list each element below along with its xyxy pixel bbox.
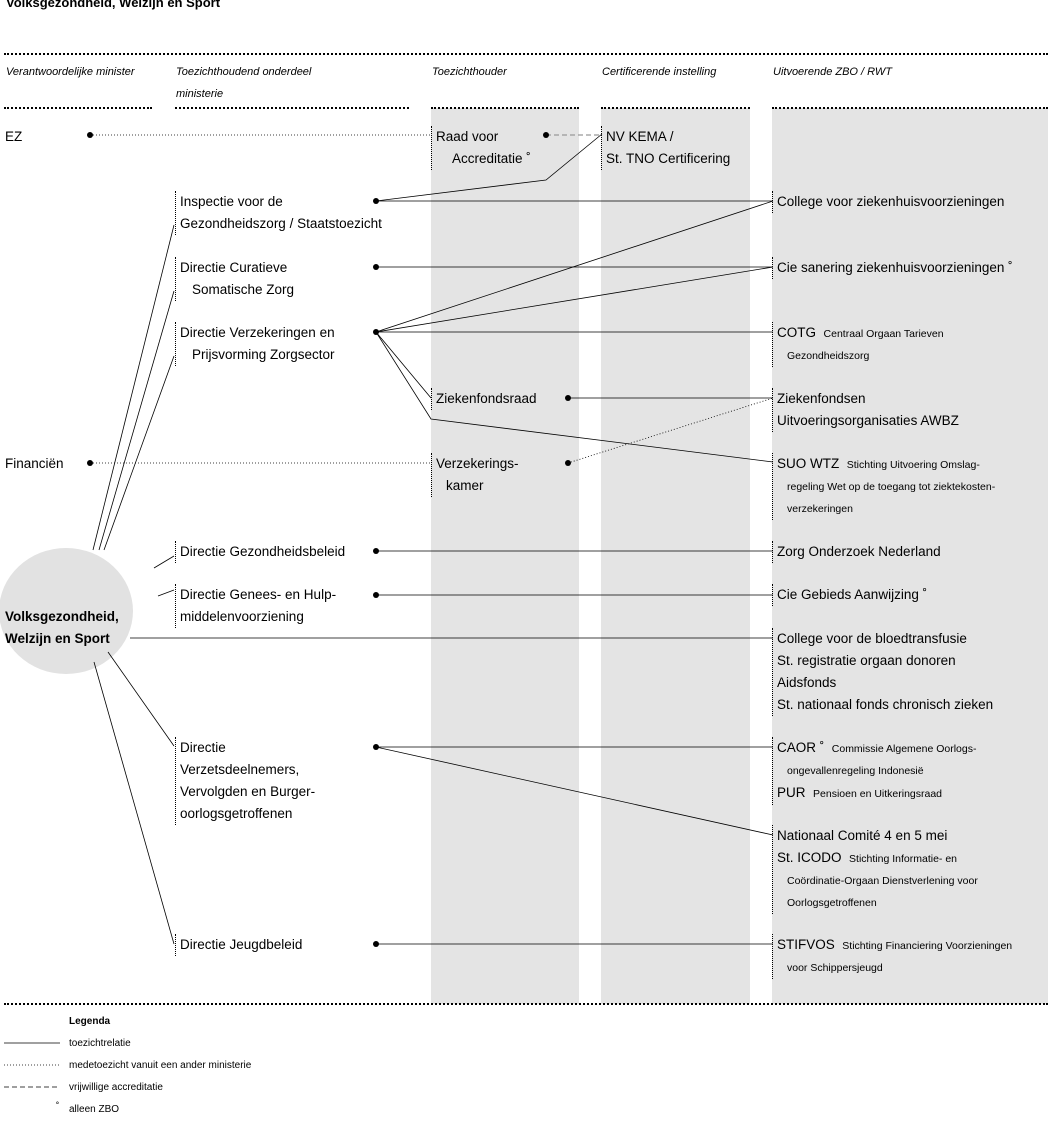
supervisor-column-band <box>431 108 579 1004</box>
header-rule-5 <box>772 107 1048 109</box>
dot-dvv <box>373 744 379 750</box>
zbo-ziekenfondsen: Ziekenfondsen Uitvoeringsorganisaties AW… <box>772 388 959 432</box>
zbo-cie-gebieds-aanwijzing: Cie Gebieds Aanwijzing ˚ <box>772 584 927 606</box>
line-dvpz-csz <box>375 266 774 333</box>
dot-vk <box>565 460 571 466</box>
zbo-zorg-onderzoek: Zorg Onderzoek Nederland <box>772 541 941 563</box>
header-supervisor: Toezichthouder <box>432 66 507 78</box>
dot-ez <box>87 132 93 138</box>
dept-verzekeringen: Directie Verzekeringen en Prijsvorming Z… <box>175 322 335 366</box>
zbo-snf: St. nationaal fonds chronisch zieken <box>777 697 994 712</box>
zbo-column-band <box>772 108 1048 1004</box>
line-dvv-nc <box>375 746 774 836</box>
legend-dotted: medetoezicht vanuit een ander ministerie <box>69 1060 252 1071</box>
zbo-aidsfonds: Aidsfonds <box>777 675 837 690</box>
line-vws-djb <box>93 661 175 945</box>
header-department: Toezichthoudend onderdeel ministerie <box>176 66 312 100</box>
legend-zbo-mark: ˚ <box>56 1102 60 1113</box>
zbo-cotg: COTG Centraal Orgaan Tarieven Gezondheid… <box>772 322 944 367</box>
header-minister: Verantwoordelijke minister <box>6 66 135 78</box>
certifier-column-band <box>601 108 750 1004</box>
dot-zfr <box>565 395 571 401</box>
page-title: Volksgezondheid, Welzijn en Sport <box>6 0 221 10</box>
dot-dgh <box>373 592 379 598</box>
line-dvpz-suo <box>375 331 774 463</box>
legend-solid: toezichtrelatie <box>69 1038 131 1049</box>
supervisor-raad-voor-accreditatie: Raad voor Accreditatie ˚ <box>431 126 531 170</box>
line-igz-kema <box>375 133 603 202</box>
dot-rva <box>543 132 549 138</box>
zbo-cvz: College voor ziekenhuisvoorzieningen <box>772 191 1004 213</box>
dot-fin <box>87 460 93 466</box>
zbo-sro: St. registratie orgaan donoren <box>777 653 956 668</box>
certifier-kema-tno: NV KEMA / St. TNO Certificering <box>601 126 730 170</box>
dotted-vk-zf <box>567 397 774 464</box>
dot-dcsz <box>373 264 379 270</box>
zbo-caor-pur: CAOR ˚ Commissie Algemene Oorlogs- ongev… <box>772 737 976 805</box>
dot-dvpz <box>373 329 379 335</box>
dot-igz <box>373 198 379 204</box>
top-rule <box>4 53 1048 55</box>
line-dvpz-cvz <box>375 200 774 333</box>
legend-title: Legenda <box>69 1016 111 1027</box>
minister-vws: Volksgezondheid, Welzijn en Sport <box>5 609 119 646</box>
dot-djb <box>373 941 379 947</box>
vws-ellipse <box>0 548 133 674</box>
legend-zbo: alleen ZBO <box>69 1104 120 1115</box>
header-rule-4 <box>601 107 750 109</box>
line-vws-dvpz <box>103 355 175 551</box>
dept-jeugdbeleid: Directie Jeugdbeleid <box>175 934 302 956</box>
header-zbo: Uitvoerende ZBO / RWT <box>773 66 892 78</box>
minister-financien: Financiën <box>5 456 64 471</box>
header-certifier: Certificerende instelling <box>602 66 717 78</box>
dept-igz: Inspectie voor de Gezondheidszorg / Staa… <box>175 191 382 235</box>
zbo-cie-sanering: Cie sanering ziekenhuisvoorzieningen ˚ <box>772 257 1013 279</box>
header-rule-2 <box>175 107 409 109</box>
header-rule-1 <box>4 107 152 109</box>
line-vws-dcsz <box>98 290 175 551</box>
line-vws-dgh <box>157 589 175 597</box>
line-vws-igz <box>92 224 175 551</box>
dept-curatieve-zorg: Directie Curatieve Somatische Zorg <box>175 257 294 301</box>
dept-gezondheidsbeleid: Directie Gezondheidsbeleid <box>175 541 345 563</box>
zbo-nc-icodo: Nationaal Comité 4 en 5 mei St. ICODO St… <box>772 825 978 914</box>
zbo-cbt: College voor de bloedtransfusie <box>777 631 967 646</box>
minister-ez: EZ <box>5 129 23 144</box>
line-vws-dvv <box>107 651 175 747</box>
supervisor-verzekeringskamer: Verzekerings- kamer <box>431 453 519 497</box>
line-dvpz-zfr <box>375 331 432 399</box>
zbo-stifvos: STIFVOS Stichting Financiering Voorzieni… <box>772 934 1012 979</box>
line-vws-dgb <box>153 555 175 569</box>
zbo-bloedtransfusie-group: College voor de bloedtransfusie St. regi… <box>772 628 993 716</box>
zbo-suo-wtz: SUO WTZ Stichting Uitvoering Omslag- reg… <box>772 453 995 520</box>
legend-dashed: vrijwillige accreditatie <box>69 1082 163 1093</box>
dept-verzetsdeelnemers: Directie Verzetsdeelnemers, Vervolgden e… <box>175 737 315 825</box>
supervisor-ziekenfondsraad: Ziekenfondsraad <box>431 388 537 410</box>
dept-genees-hulpmiddelen: Directie Genees- en Hulp- middelenvoorzi… <box>175 584 336 628</box>
dot-dgb <box>373 548 379 554</box>
header-rule-3 <box>431 107 579 109</box>
bottom-rule <box>4 1003 1048 1005</box>
